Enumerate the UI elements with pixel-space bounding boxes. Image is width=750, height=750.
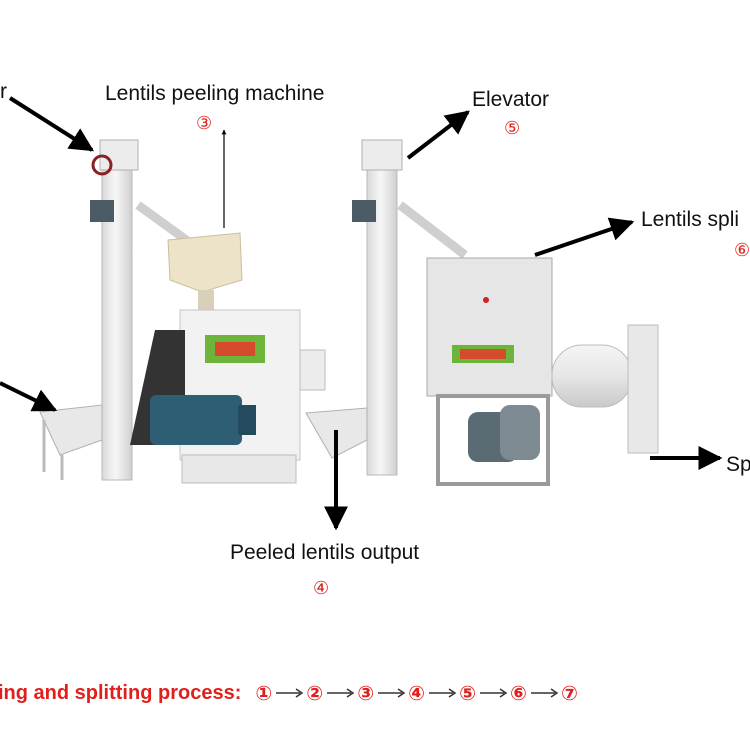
arrow-top-left: [8, 96, 95, 152]
arrow-elevator: [406, 110, 470, 160]
peeling-machine: [130, 232, 326, 484]
label-right-bottom: Sp: [726, 453, 750, 476]
process-step-3: ③: [357, 682, 375, 705]
process-flow: ing and splitting process: ① ② ③ ④ ⑤ ⑥ ⑦: [0, 678, 580, 708]
process-step-4: ④: [408, 682, 426, 705]
num-splitting-machine: ⑥: [734, 240, 750, 260]
arrow-feeding-left: [0, 381, 58, 412]
label-elevator: Elevator: [472, 88, 550, 111]
callout-arrows: [0, 96, 723, 531]
process-arrow-4: [429, 688, 457, 698]
process-arrow-2: [327, 688, 355, 698]
arrow-splitting-machine: [534, 217, 635, 257]
process-arrow-1: [276, 688, 304, 698]
label-peeled-output: Peeled lentils output: [230, 541, 420, 564]
label-peeling-machine: Lentils peeling machine: [105, 82, 325, 105]
process-title: ing and splitting process:: [0, 681, 242, 704]
process-step-2: ②: [306, 682, 324, 705]
num-elevator: ⑤: [504, 118, 521, 138]
num-peeled-output: ④: [313, 578, 330, 598]
process-arrow-6: [530, 688, 559, 698]
splitting-machine: [426, 257, 659, 486]
process-step-1: ①: [255, 682, 273, 705]
label-top-left: r: [0, 80, 7, 103]
process-step-6: ⑥: [510, 682, 527, 705]
num-peeling-machine: ③: [196, 113, 213, 133]
process-arrow-3: [378, 688, 406, 698]
label-splitting-machine: Lentils spli: [641, 208, 740, 231]
process-step-7: ⑦: [560, 682, 578, 705]
process-arrow-5: [480, 688, 508, 698]
process-step-5: ⑤: [459, 682, 477, 705]
